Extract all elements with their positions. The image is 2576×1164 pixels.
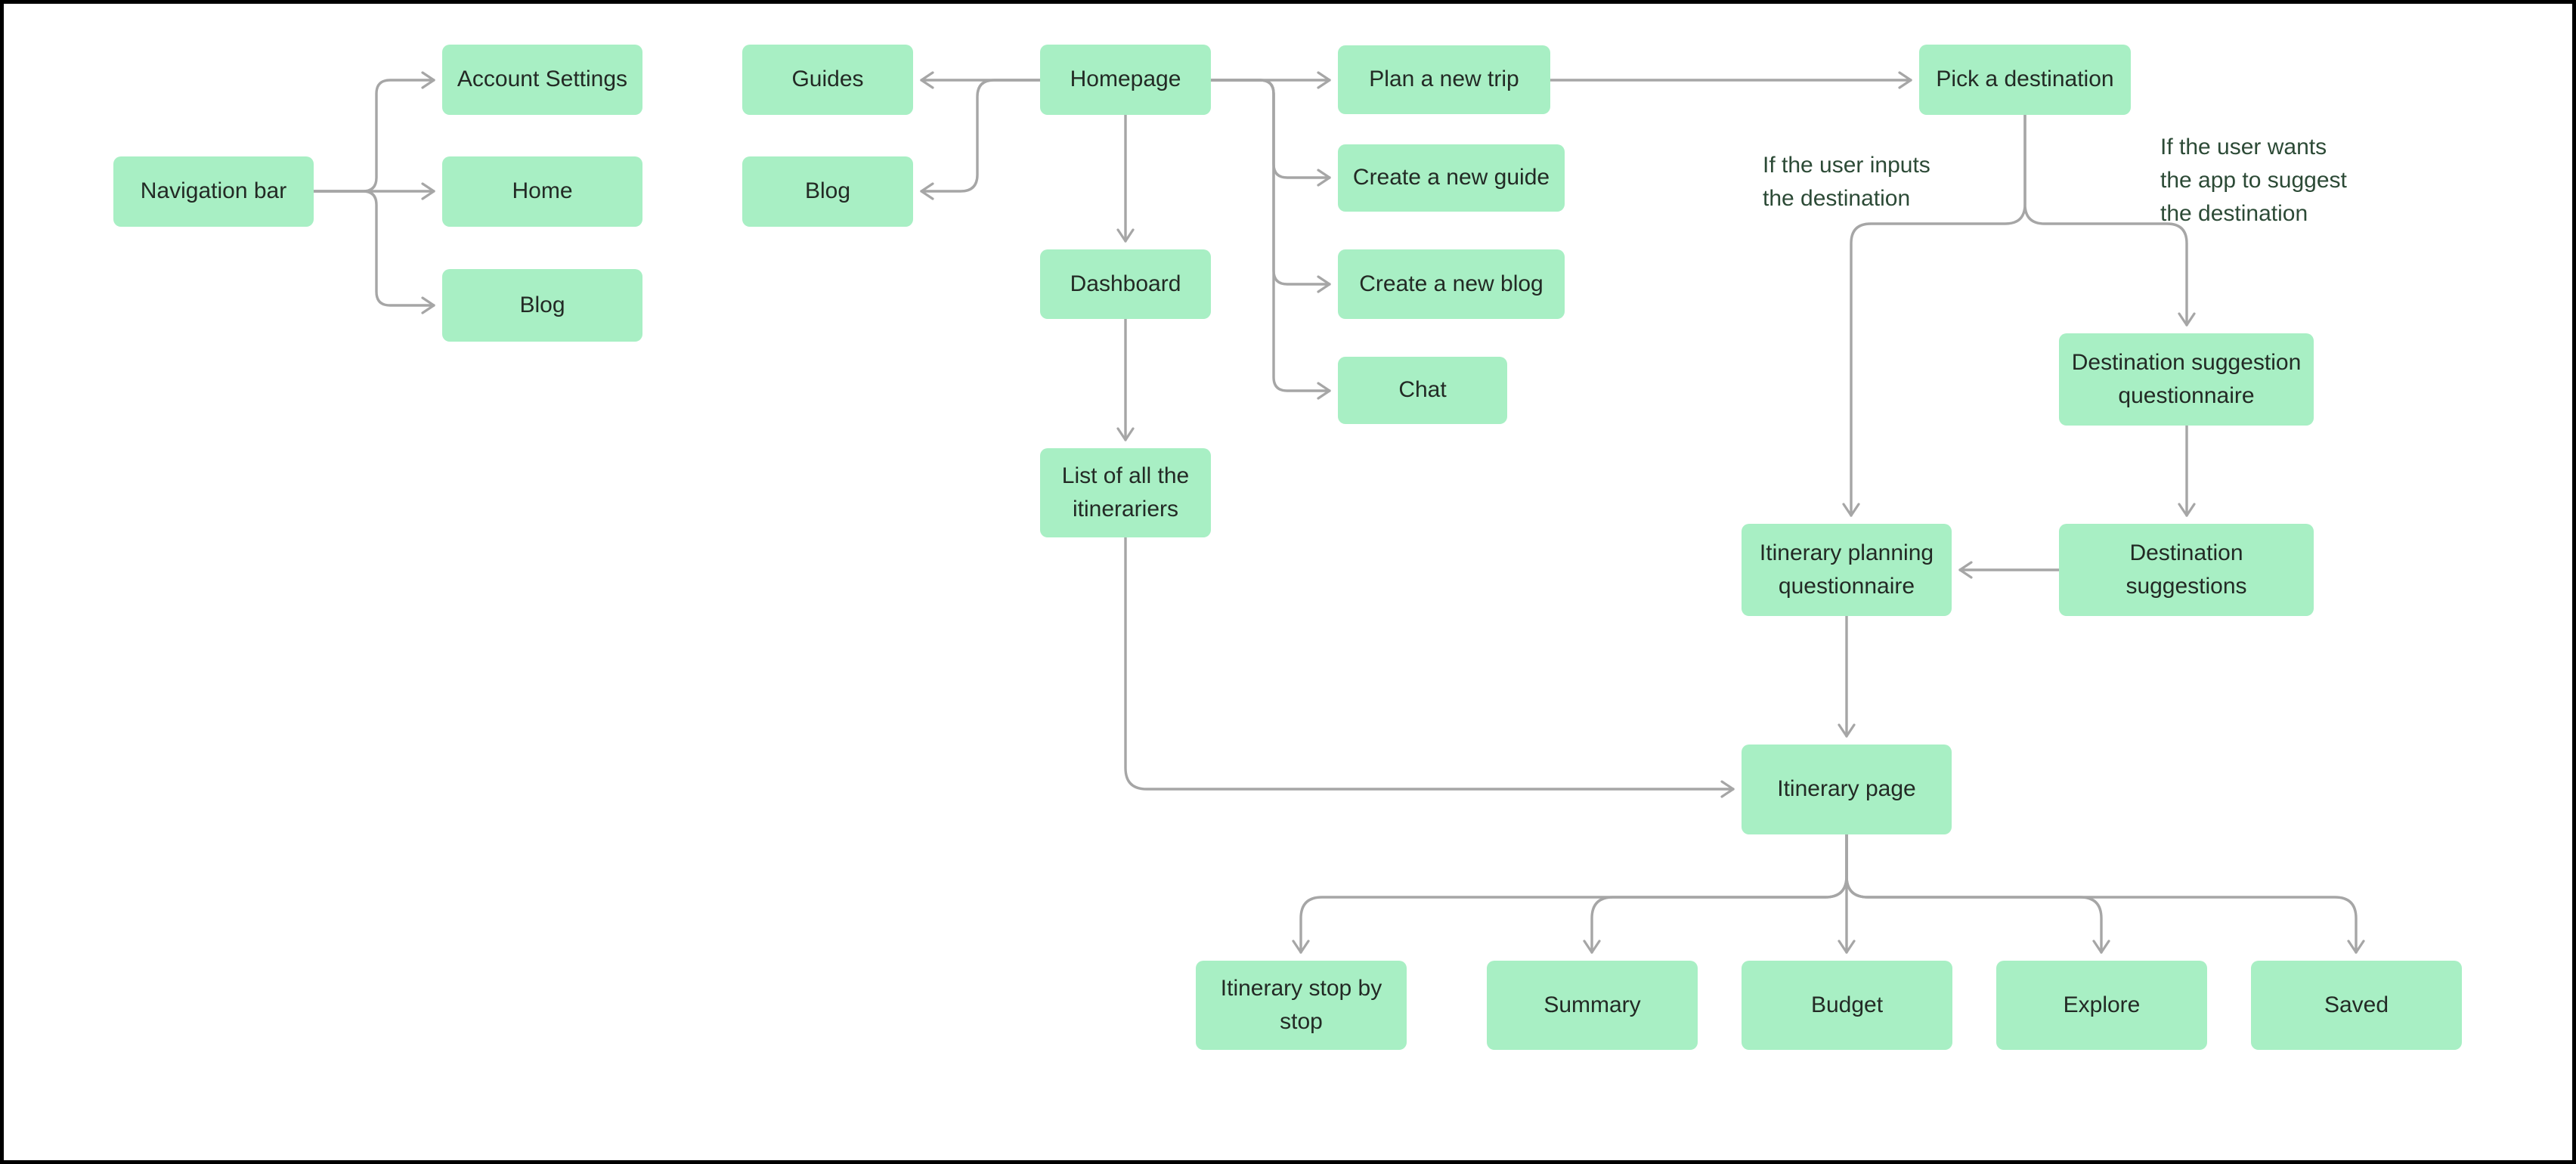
edge-itinerary-page-to-explore: [1845, 833, 2110, 954]
node-label: Destination suggestion questionnaire: [2071, 349, 2302, 408]
node-budget[interactable]: Budget: [1742, 961, 1952, 1050]
node-blog-nav[interactable]: Blog: [442, 269, 642, 342]
node-guides[interactable]: Guides: [742, 45, 913, 115]
node-label: Dashboard: [1070, 271, 1181, 296]
node-pick-a-destination[interactable]: Pick a destination: [1919, 45, 2131, 115]
edge-pick-a-destination-to-destination-suggestion-questionnaire: [2023, 113, 2196, 327]
node-dashboard[interactable]: Dashboard: [1040, 249, 1211, 319]
node-label: Itinerary stop by stop: [1220, 975, 1382, 1034]
edge-homepage-to-chat: [1209, 79, 1331, 400]
node-label: Destination suggestions: [2126, 540, 2247, 599]
node-label: Navigation bar: [140, 178, 287, 204]
edge-list-of-all-the-itinerariers-to-itinerary-page: [1124, 536, 1735, 798]
edge-itinerary-page-to-itinerary-stop-by-stop: [1292, 833, 1848, 954]
node-label: Guides: [791, 67, 864, 92]
node-label: Plan a new trip: [1369, 67, 1519, 92]
node-label: Pick a destination: [1936, 67, 2114, 92]
node-label: Blog: [519, 292, 565, 317]
node-label: Home: [512, 178, 573, 204]
edge-annotation-if-user-wants-suggestion: If the user wants the app to suggest the…: [2160, 135, 2347, 227]
node-label: Create a new blog: [1359, 271, 1543, 296]
node-itinerary-planning-questionnaire[interactable]: Itinerary planning questionnaire: [1742, 524, 1952, 616]
edge-pick-a-destination-to-itinerary-planning-questionnaire: [1842, 113, 2026, 517]
node-destination-suggestion-questionnaire[interactable]: Destination suggestion questionnaire: [2059, 333, 2314, 426]
node-create-a-new-guide[interactable]: Create a new guide: [1338, 144, 1565, 212]
node-summary[interactable]: Summary: [1487, 961, 1698, 1050]
node-homepage[interactable]: Homepage: [1040, 45, 1211, 115]
node-navigation-bar[interactable]: Navigation bar: [113, 156, 314, 227]
node-explore[interactable]: Explore: [1996, 961, 2207, 1050]
edge-navigation-bar-to-blog-nav: [312, 190, 435, 314]
node-label: Create a new guide: [1352, 165, 1550, 190]
node-label: Homepage: [1070, 67, 1181, 92]
node-plan-a-new-trip[interactable]: Plan a new trip: [1338, 45, 1550, 114]
edge-homepage-to-create-a-new-blog: [1209, 79, 1331, 293]
edge-annotation-if-user-inputs: If the user inputs the destination: [1763, 153, 1930, 212]
node-label: Itinerary page: [1777, 776, 1916, 802]
edge-itinerary-page-to-saved: [1845, 833, 2365, 954]
node-blog[interactable]: Blog: [742, 156, 913, 227]
node-label: Blog: [804, 178, 851, 204]
node-list-of-all-the-itinerariers[interactable]: List of all the itinerariers: [1040, 448, 1211, 537]
node-label: Itinerary planning questionnaire: [1759, 540, 1934, 599]
edge-navigation-bar-to-account-settings: [312, 71, 435, 193]
node-create-a-new-blog[interactable]: Create a new blog: [1338, 249, 1565, 319]
node-account-settings[interactable]: Account Settings: [442, 45, 642, 115]
edge-homepage-to-create-a-new-guide: [1209, 79, 1331, 187]
node-home[interactable]: Home: [442, 156, 642, 227]
node-label: Budget: [1810, 992, 1884, 1017]
node-itinerary-page[interactable]: Itinerary page: [1742, 745, 1952, 834]
node-label: Saved: [2324, 992, 2389, 1017]
node-itinerary-stop-by-stop[interactable]: Itinerary stop by stop: [1196, 961, 1407, 1050]
node-destination-suggestions[interactable]: Destination suggestions: [2059, 524, 2314, 616]
node-chat[interactable]: Chat: [1338, 357, 1507, 424]
node-label: Account Settings: [457, 67, 628, 92]
node-label: Explore: [2063, 992, 2141, 1017]
node-label: List of all the itinerariers: [1061, 463, 1190, 522]
node-label: Summary: [1543, 992, 1641, 1017]
node-saved[interactable]: Saved: [2251, 961, 2462, 1050]
edge-itinerary-page-to-summary: [1583, 833, 1848, 954]
node-label: Chat: [1398, 377, 1447, 403]
edge-homepage-to-blog: [920, 79, 1042, 200]
